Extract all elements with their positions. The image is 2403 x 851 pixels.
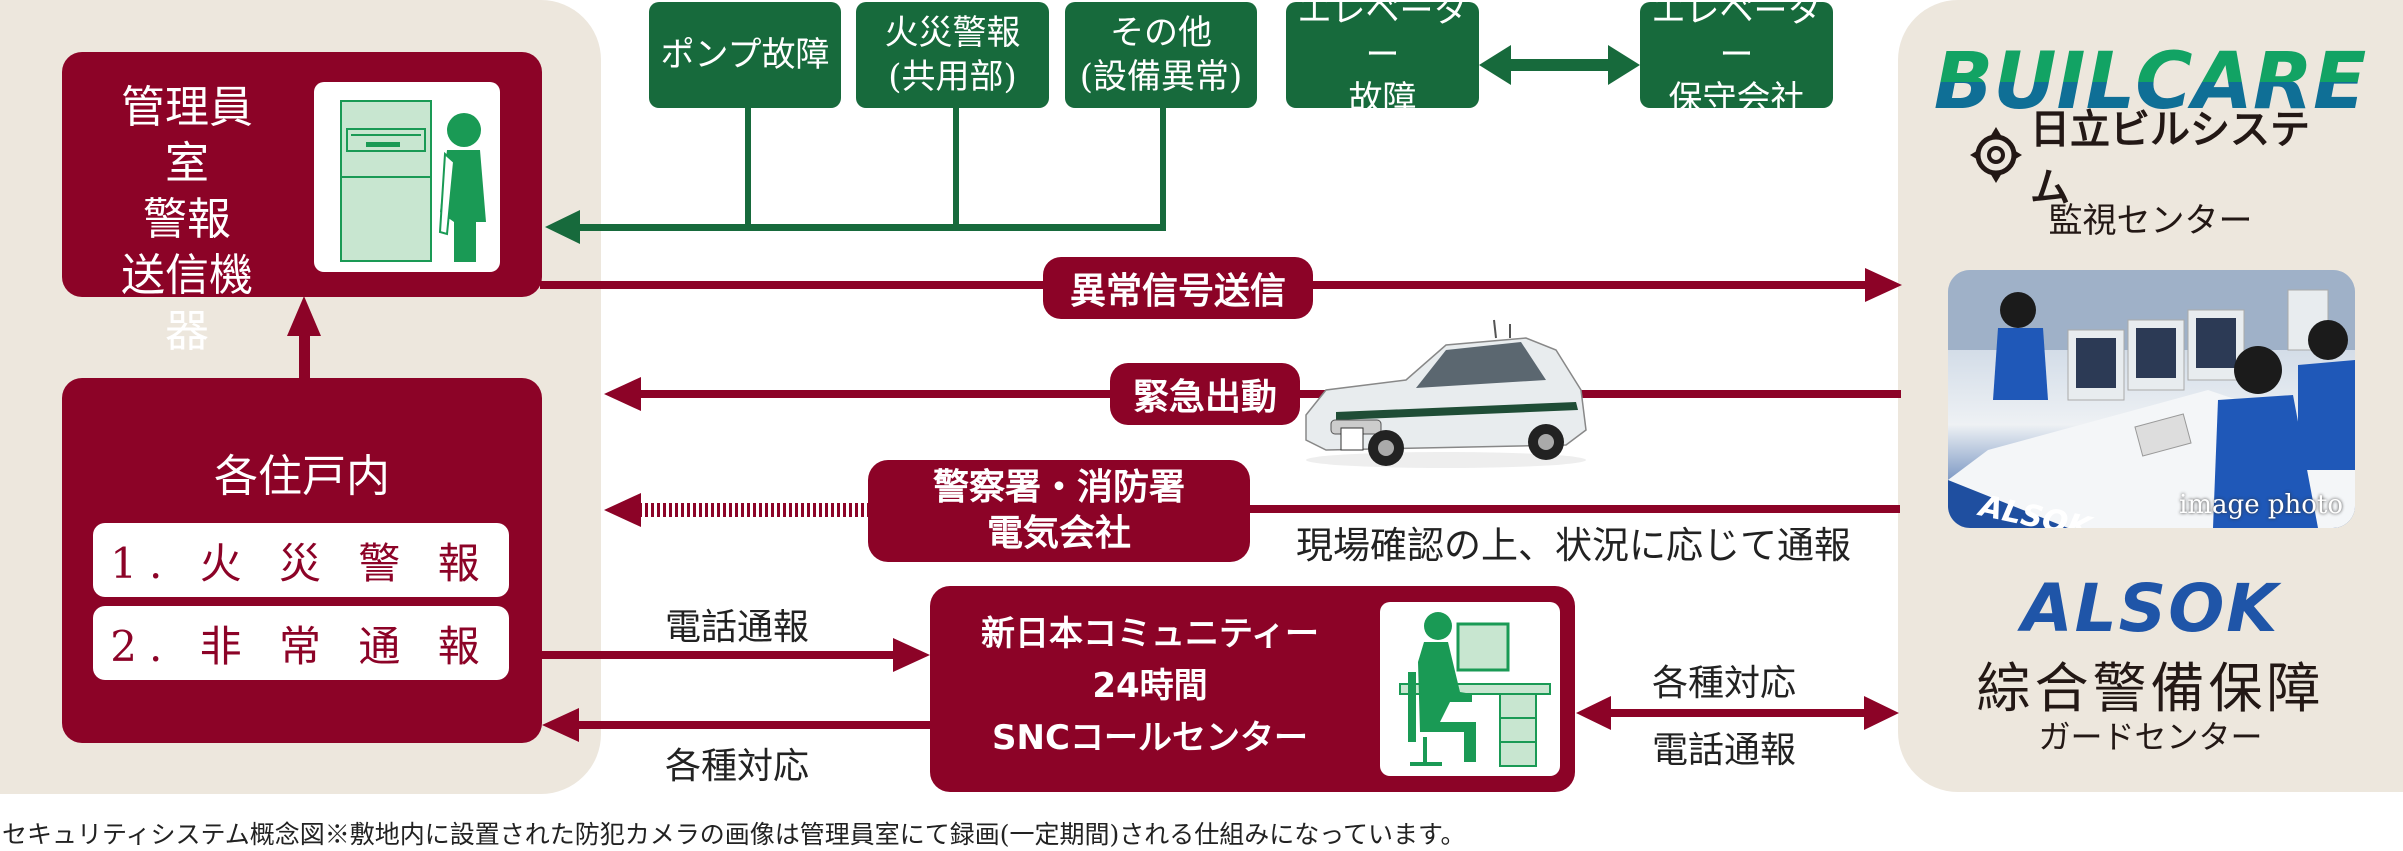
- monitoring-center-label: 監視センター: [2048, 201, 2253, 241]
- residence-item-fire-alarm: 1. 火 災 警 報: [93, 523, 509, 597]
- sensor-label: 火災警報: [884, 13, 1021, 53]
- management-office-line: 警報: [143, 194, 231, 245]
- sensor-label: ポンプ故障: [660, 35, 830, 75]
- sensor-label: (設備異常): [1079, 57, 1243, 97]
- alsok-logo-text: ALSOK: [2021, 570, 2280, 647]
- call-center-guard-double-arrow: [1576, 696, 1899, 730]
- authorities-box: 警察署・消防署 電気会社: [868, 460, 1250, 562]
- phone-report-arrow: [540, 638, 930, 672]
- sensor-label: その他: [1110, 13, 1212, 53]
- elevator-maintenance-label: 保守会社: [1668, 79, 1805, 119]
- sensor-label: (共用部): [888, 57, 1017, 97]
- call-center-line: 24時間: [1092, 666, 1208, 706]
- call-center-line: 新日本コミュニティー: [981, 614, 1319, 654]
- sensor-fire-alarm-common: 火災警報 (共用部): [856, 2, 1049, 108]
- various-response-label-left: 各種対応: [665, 746, 810, 787]
- management-office-label: 管理員室 警報 送信機器: [102, 80, 272, 360]
- residence-title: 各住戸内: [214, 451, 390, 502]
- elevator-maintenance-label: エレベーター: [1651, 0, 1822, 75]
- various-response-arrow: [542, 708, 937, 742]
- elevator-fault-label: 故障: [1348, 79, 1417, 119]
- sensor-connector: [545, 106, 1166, 244]
- control-panel-operator-icon: [314, 82, 500, 272]
- residence-item-emergency-call: 2. 非 常 通 報: [93, 606, 509, 680]
- various-response-label-right: 各種対応: [1652, 663, 1797, 704]
- diagram-caption: セキュリティシステム概念図※敷地内に設置された防犯カメラの画像は管理員室にて録画…: [2, 820, 1466, 849]
- call-center-line: SNCコールセンター: [992, 718, 1308, 758]
- hitachi-company-name: 日立ビルシステム: [2030, 107, 2310, 211]
- call-center-box: 新日本コミュニティー 24時間 SNCコールセンター: [930, 586, 1575, 792]
- phone-report-label-right: 電話通報: [1652, 730, 1797, 771]
- authorities-label: 警察署・消防署: [932, 467, 1185, 508]
- alsok-logo: ALSOK: [1898, 570, 2403, 647]
- patrol-car-image: [1305, 319, 1587, 468]
- hitachi-emblem-icon: [1970, 127, 2022, 183]
- operator-at-desk-icon: [1380, 602, 1560, 776]
- phone-report-label-left: 電話通報: [665, 607, 810, 648]
- elevator-maintenance-box: エレベーター 保守会社: [1640, 0, 1833, 119]
- builcare-logo: BUILCARE: [1934, 37, 2366, 127]
- authorities-note: 現場確認の上、状況に応じて通報: [1296, 524, 1851, 567]
- residence-box: 各住戸内 1. 火 災 警 報 2. 非 常 通 報: [62, 378, 542, 743]
- management-office-line: 管理員室: [121, 82, 253, 189]
- photo-caption: image photo: [2179, 490, 2343, 520]
- sensor-other-equipment: その他 (設備異常): [1065, 2, 1257, 108]
- authorities-report-line: [1240, 505, 1900, 513]
- management-office-box: 管理員室 警報 送信機器: [62, 52, 542, 357]
- hitachi-building-systems: 日立ビルシステム: [1968, 107, 2338, 211]
- monitoring-center-photo: ALSOK image photo: [1948, 270, 2355, 528]
- management-office-line: 送信機器: [121, 250, 253, 357]
- builcare-logo-text: BUILCARE: [1934, 37, 2366, 127]
- elevator-double-arrow: [1479, 45, 1640, 85]
- guard-center-label: ガードセンター: [2038, 718, 2263, 756]
- emergency-dispatch-label: 緊急出動: [1110, 363, 1300, 425]
- elevator-fault-box: エレベーター 故障: [1286, 0, 1479, 119]
- residence-to-office-arrow: [287, 296, 321, 378]
- signal-transmission-label: 異常信号送信: [1043, 257, 1313, 319]
- authorities-dotted-arrow: [604, 493, 869, 527]
- authorities-label: 電気会社: [986, 513, 1131, 554]
- elevator-fault-label: エレベーター: [1297, 0, 1468, 75]
- alsok-company-name: 綜合警備保障: [1976, 657, 2325, 720]
- call-center-label: 新日本コミュニティー 24時間 SNCコールセンター: [940, 608, 1360, 764]
- sensor-pump-failure: ポンプ故障: [649, 2, 841, 108]
